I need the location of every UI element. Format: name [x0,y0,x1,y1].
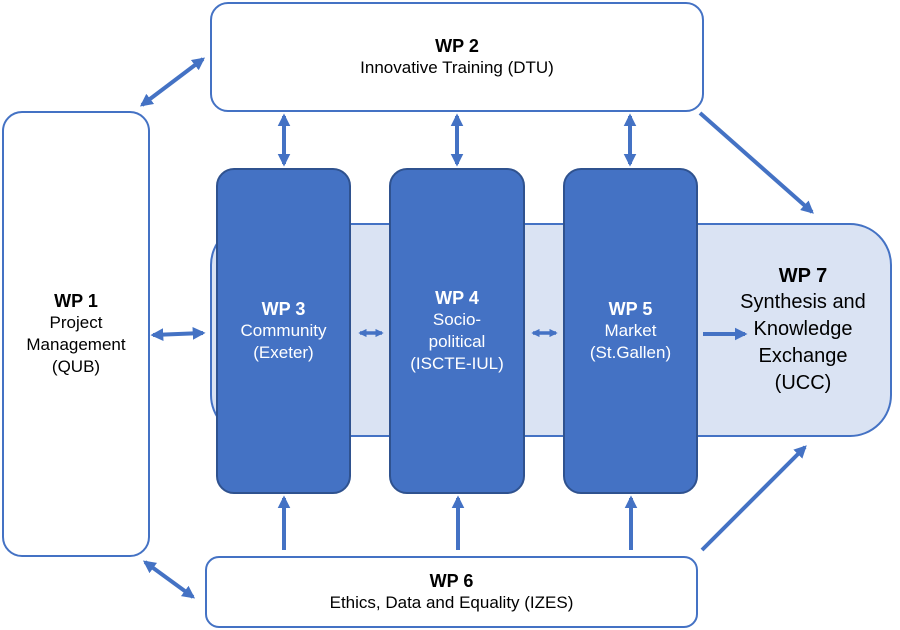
wp6-id: WP 6 [429,570,474,591]
wp2-line-1: Innovative Training (DTU) [360,58,554,78]
wp7-line-1: Synthesis and [740,290,866,313]
wp3-id: WP 3 [261,298,306,319]
wp5-id: WP 5 [608,298,653,319]
wp4-line-3: (ISCTE-IUL) [410,354,504,374]
wp5-line-2: (St.Gallen) [589,343,672,363]
wp1-line-2: Management [26,335,126,355]
wp5-line-1: Market [604,321,657,341]
wp2-id: WP 2 [435,35,479,56]
wp3-box: WP 3 Community (Exeter) [216,168,351,494]
arrow-wp2-wp7 [698,111,814,214]
arrow-wp6-wp7 [700,445,807,552]
wp6-box: WP 6 Ethics, Data and Equality (IZES) [205,556,698,628]
wp4-box: WP 4 Socio- political (ISCTE-IUL) [389,168,525,494]
wp2-box: WP 2 Innovative Training (DTU) [210,2,704,112]
wp1-box: WP 1 Project Management (QUB) [2,111,150,557]
wp4-line-1: Socio- [432,310,482,330]
wp7-line-2: Knowledge [753,317,853,340]
wp4-id: WP 4 [435,287,479,308]
arrow-wp1-center [150,327,206,341]
arrow-wp1-wp6 [142,560,196,599]
wp3-line-1: Community [240,321,327,341]
wp7-line-4: (UCC) [774,371,832,394]
wp7-id: WP 7 [778,264,828,287]
wp1-id: WP 1 [54,290,98,311]
wp4-line-2: political [428,332,486,352]
wp5-box: WP 5 Market (St.Gallen) [563,168,698,494]
wp7-content: WP 7 Synthesis and Knowledge Exchange (U… [728,264,878,397]
wp6-line-1: Ethics, Data and Equality (IZES) [329,593,574,613]
arrow-wp1-wp2 [139,57,206,107]
wp1-line-3: (QUB) [51,357,101,377]
wp3-line-2: (Exeter) [253,343,314,363]
wp7-line-3: Exchange [758,344,848,367]
wp1-line-1: Project [49,313,103,333]
